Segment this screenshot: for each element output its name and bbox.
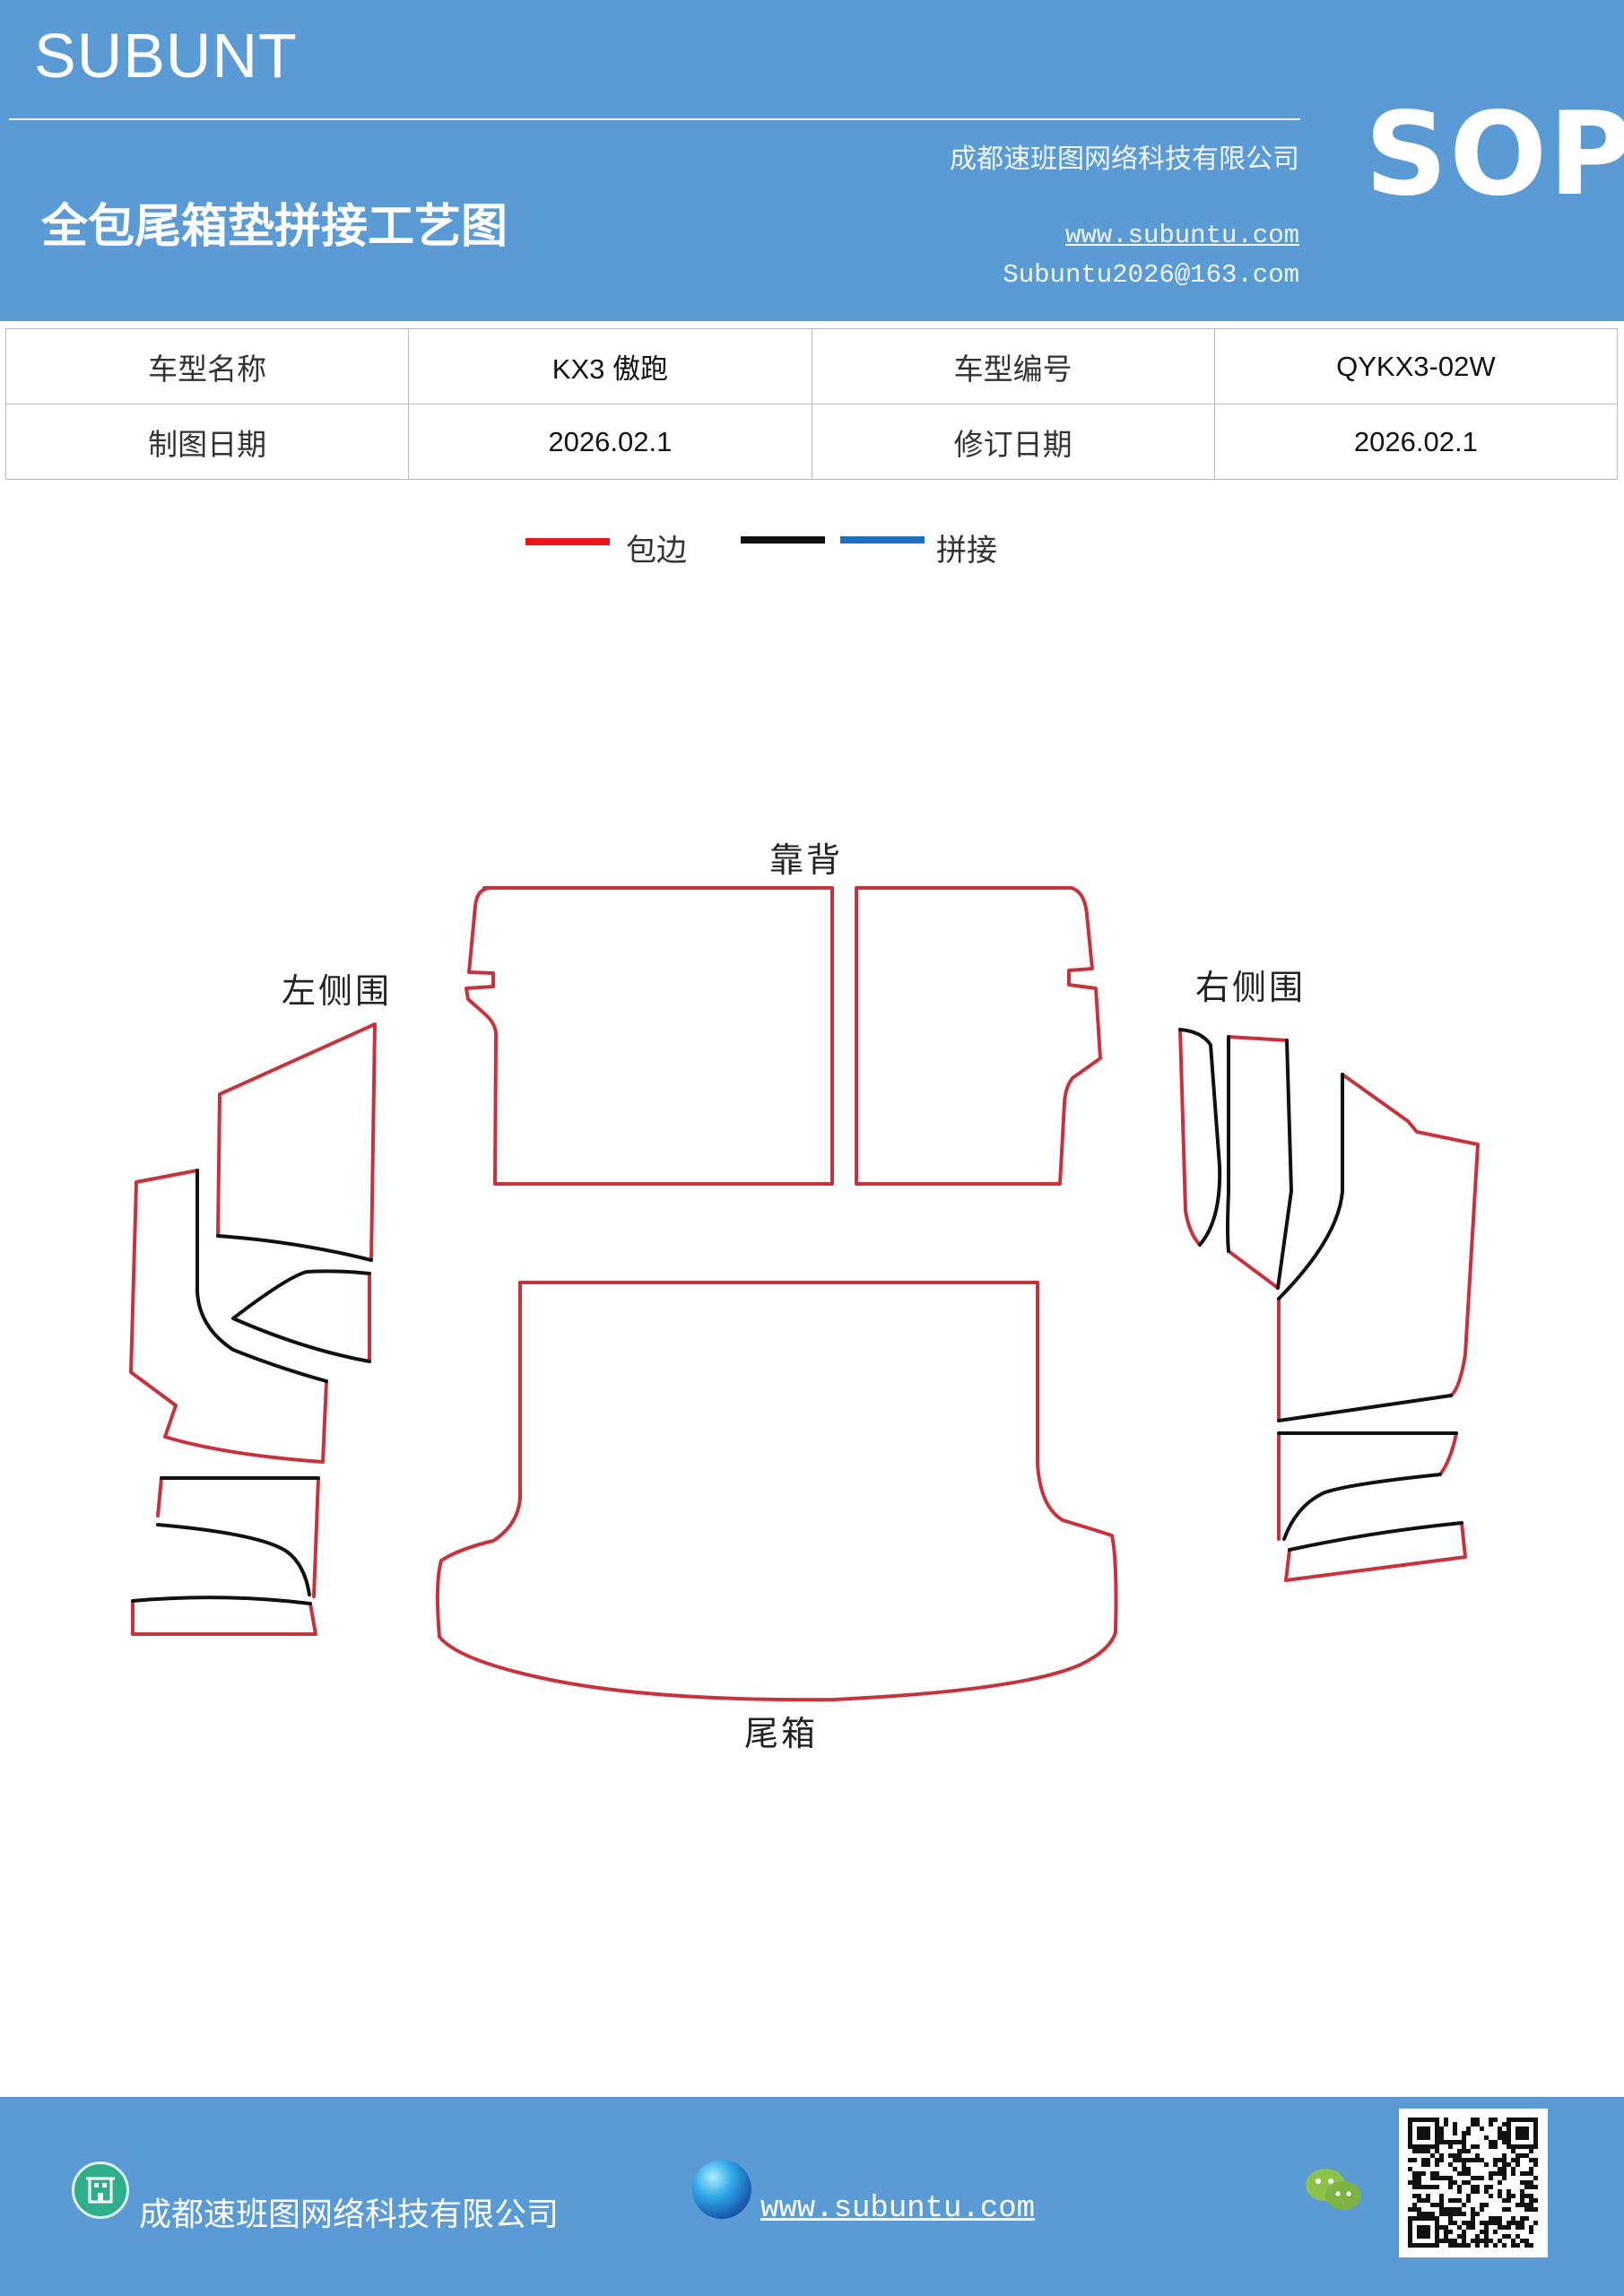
vehicle-info-table: 车型名称 KX3 傲跑 车型编号 QYKX3-02W 制图日期 2026.02.… <box>4 328 1619 480</box>
footer-website-link[interactable]: www.subuntu.com <box>760 2192 1036 2226</box>
sop-badge: SOP <box>1365 88 1624 222</box>
left-side-label: 左侧围 <box>282 971 393 1011</box>
globe-icon <box>692 2160 751 2219</box>
trunk-label: 尾箱 <box>744 1714 819 1753</box>
left-side-upper-panel <box>216 1022 377 1262</box>
legend-edge-label: 包边 <box>626 533 687 569</box>
right-side-strip-b <box>1227 1035 1289 1290</box>
website-link[interactable]: www.subuntu.com <box>1064 221 1299 250</box>
wechat-icon[interactable] <box>1302 2163 1365 2217</box>
right-side-main-panel <box>1277 1073 1480 1422</box>
right-side-strip-a <box>1178 1028 1202 1247</box>
revise-date-label: 修订日期 <box>811 404 1215 480</box>
header-band <box>0 0 1624 321</box>
table-row: 车型名称 KX3 傲跑 车型编号 QYKX3-02W <box>4 328 1619 404</box>
legend-join-label: 拼接 <box>936 533 997 569</box>
brand-logo-text: SUBUNT <box>34 21 298 91</box>
footer-company-name: 成都速班图网络科技有限公司 <box>139 2196 560 2233</box>
draw-date-value: 2026.02.1 <box>408 404 812 480</box>
trunk-floor-panel <box>435 1281 1118 1702</box>
model-code-label: 车型编号 <box>811 328 1215 404</box>
qr-code-icon <box>1399 2109 1548 2257</box>
backrest-left-panel <box>465 886 834 1186</box>
legend-edge-swatch <box>525 538 610 545</box>
legend-join-swatch-black <box>741 536 825 544</box>
revise-date-value: 2026.02.1 <box>1213 404 1619 480</box>
right-side-base-strip <box>1284 1521 1467 1582</box>
left-side-lower-panel <box>156 1476 320 1598</box>
backrest-right-panel <box>855 886 1102 1186</box>
table-row: 制图日期 2026.02.1 修订日期 2026.02.1 <box>4 404 1619 480</box>
document-title: 全包尾箱垫拼接工艺图 <box>41 200 508 254</box>
right-side-lower-panel <box>1277 1431 1458 1541</box>
model-name-label: 车型名称 <box>4 328 410 404</box>
left-side-middle-panel <box>129 1169 328 1464</box>
legend-join-swatch-blue <box>840 536 925 544</box>
header-divider <box>9 118 1300 120</box>
company-name: 成都速班图网络科技有限公司 <box>950 144 1299 175</box>
backrest-label: 靠背 <box>769 840 844 880</box>
right-side-label: 右侧围 <box>1195 968 1307 1007</box>
draw-date-label: 制图日期 <box>4 404 410 480</box>
email-address: Subuntu2026@163.com <box>1003 260 1299 290</box>
building-icon <box>72 2161 129 2219</box>
left-side-base-strip <box>131 1599 317 1636</box>
model-name-value: KX3 傲跑 <box>408 328 812 404</box>
model-code-value: QYKX3-02W <box>1213 328 1619 404</box>
